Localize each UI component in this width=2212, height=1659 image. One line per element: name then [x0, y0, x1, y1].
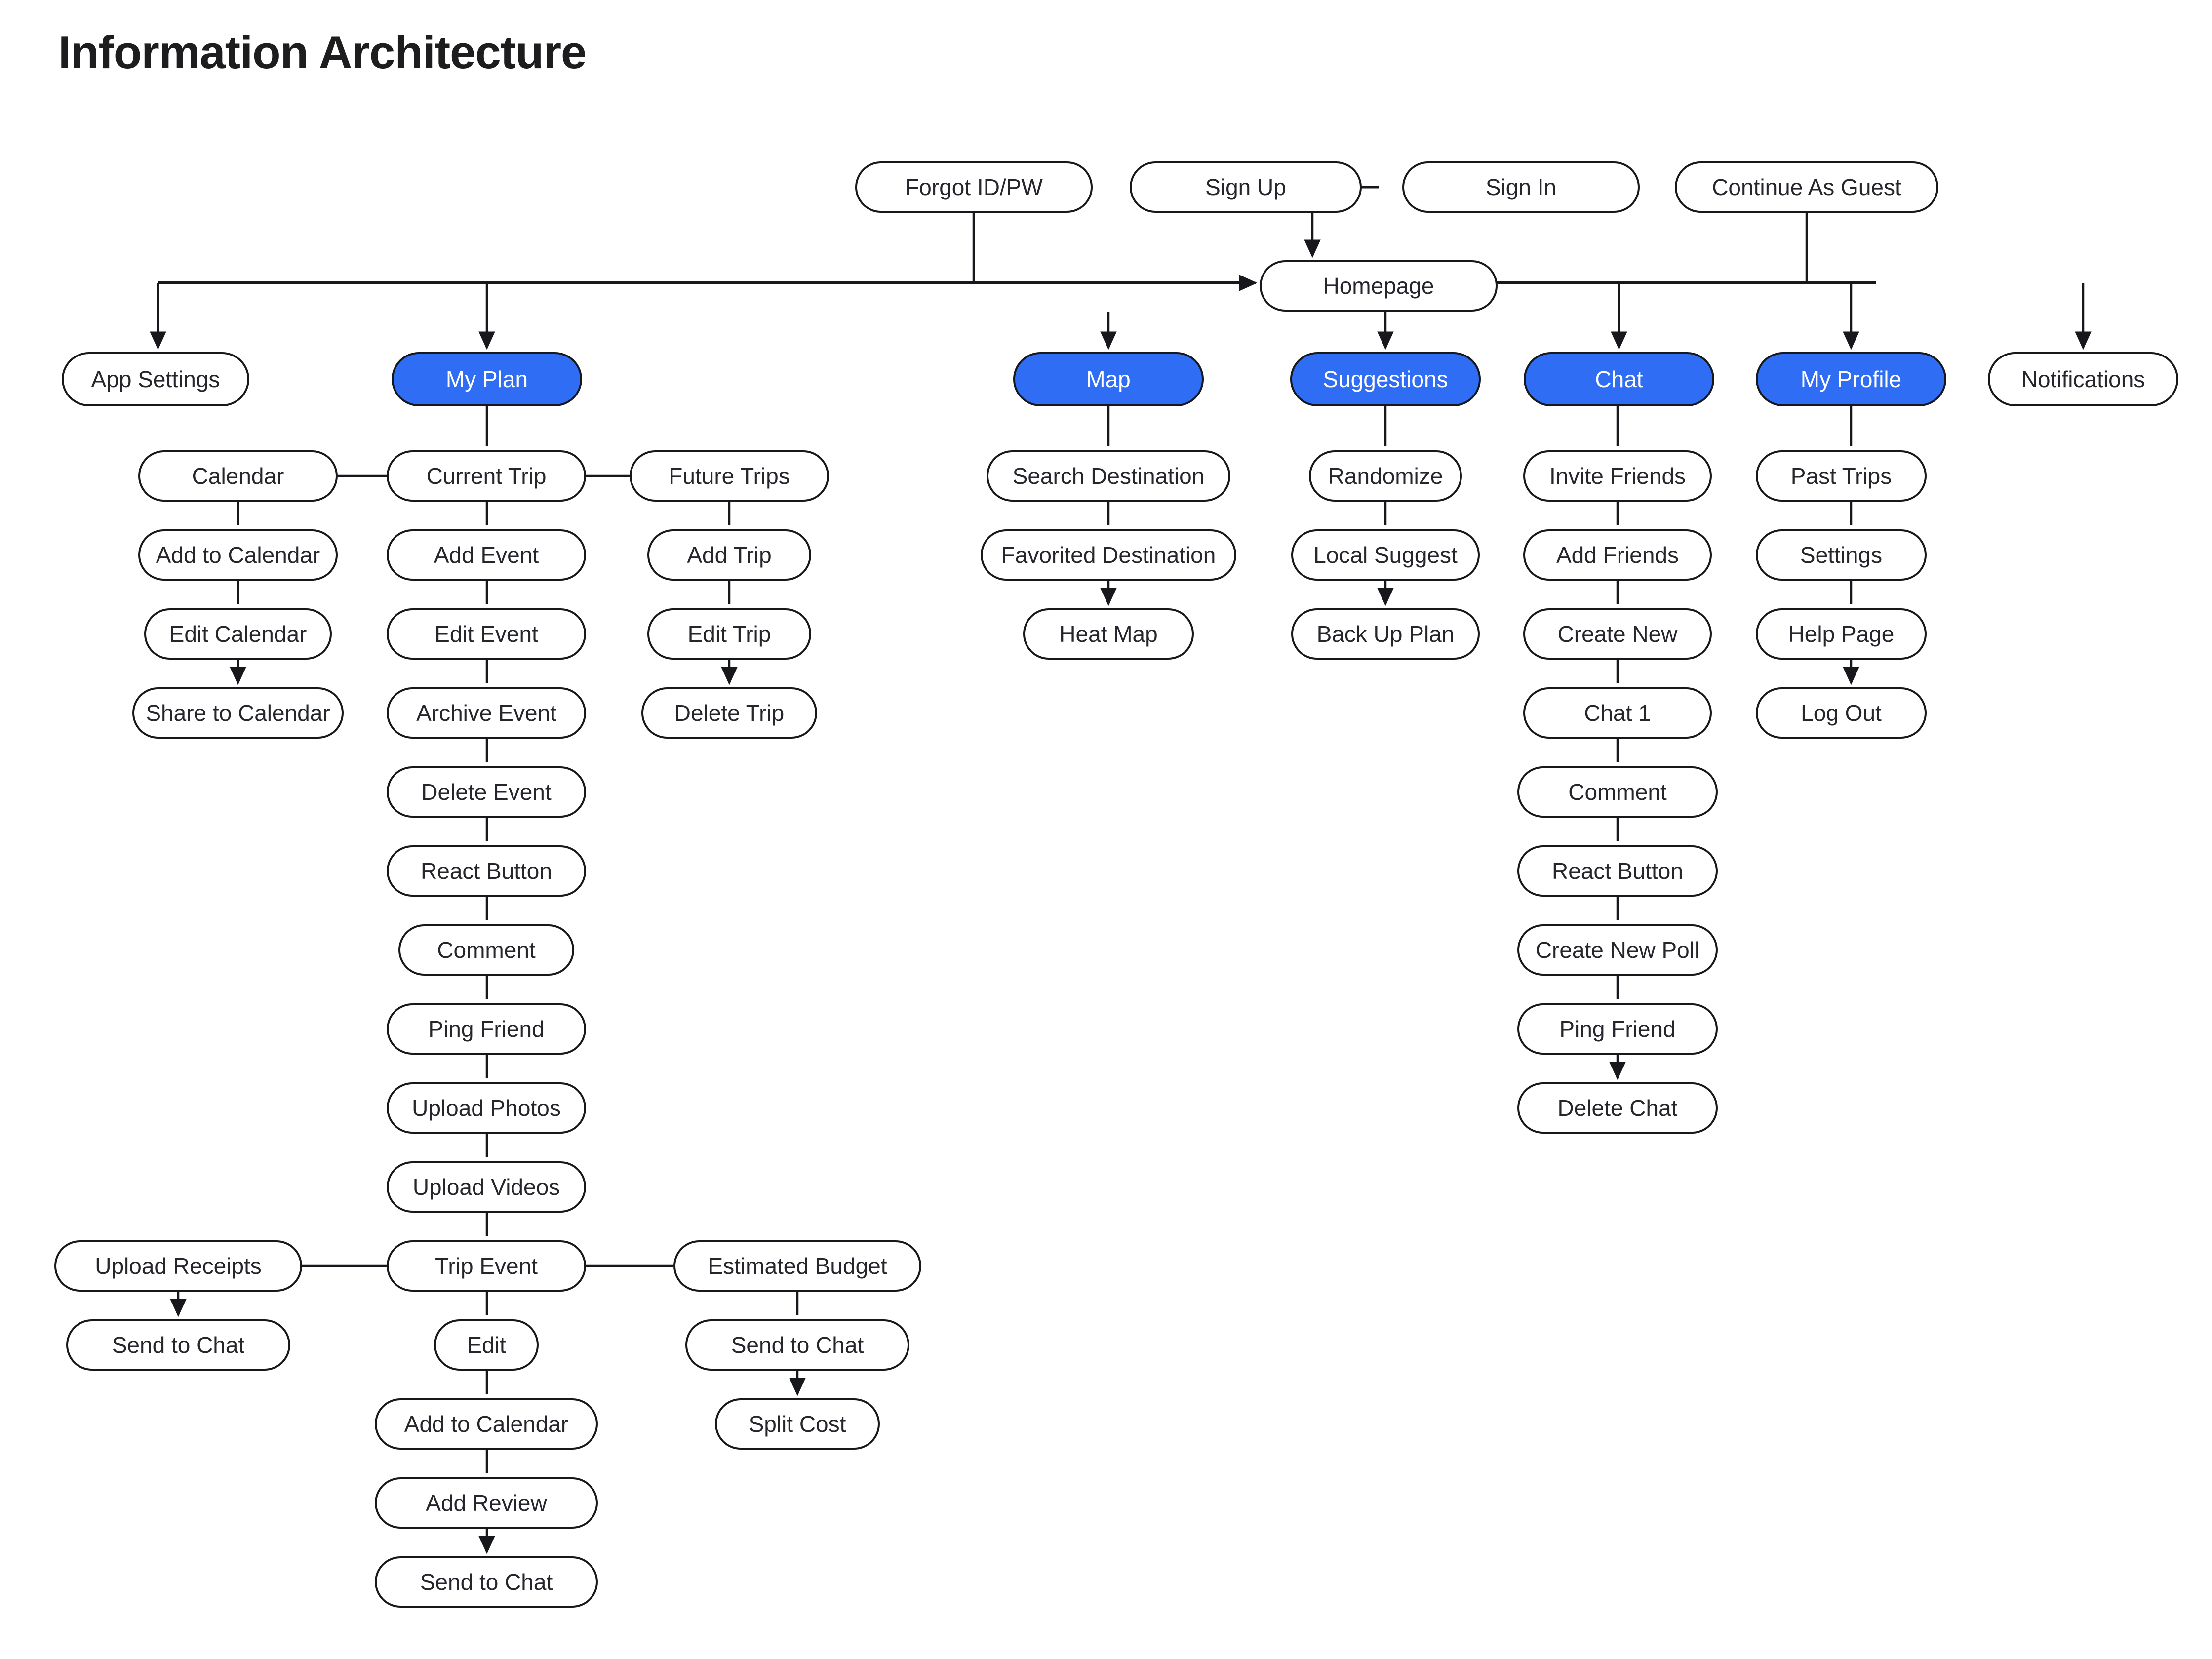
- node-back-up-plan[interactable]: Back Up Plan: [1291, 608, 1480, 660]
- node-invite-friends[interactable]: Invite Friends: [1523, 450, 1712, 502]
- node-edit[interactable]: Edit: [434, 1319, 539, 1371]
- node-add-to-calendar[interactable]: Add to Calendar: [138, 529, 338, 581]
- node-log-out[interactable]: Log Out: [1756, 687, 1927, 739]
- node-edit-event[interactable]: Edit Event: [387, 608, 586, 660]
- node-send-to-chat-budget[interactable]: Send to Chat: [685, 1319, 909, 1371]
- node-future-trips[interactable]: Future Trips: [630, 450, 829, 502]
- node-upload-photos[interactable]: Upload Photos: [387, 1082, 586, 1134]
- node-comment-chat[interactable]: Comment: [1517, 766, 1718, 818]
- node-homepage[interactable]: Homepage: [1260, 260, 1498, 312]
- node-delete-event[interactable]: Delete Event: [387, 766, 586, 818]
- node-add-review[interactable]: Add Review: [375, 1477, 598, 1529]
- node-edit-calendar[interactable]: Edit Calendar: [144, 608, 332, 660]
- node-local-suggest[interactable]: Local Suggest: [1291, 529, 1480, 581]
- node-past-trips[interactable]: Past Trips: [1756, 450, 1927, 502]
- node-share-to-calendar[interactable]: Share to Calendar: [132, 687, 344, 739]
- node-edit-trip[interactable]: Edit Trip: [647, 608, 811, 660]
- node-randomize[interactable]: Randomize: [1309, 450, 1462, 502]
- page-title: Information Architecture: [58, 26, 587, 78]
- node-react-button-trip[interactable]: React Button: [387, 845, 586, 897]
- node-delete-trip[interactable]: Delete Trip: [641, 687, 817, 739]
- node-upload-receipts[interactable]: Upload Receipts: [54, 1240, 302, 1292]
- node-suggestions[interactable]: Suggestions: [1290, 352, 1481, 406]
- node-create-new[interactable]: Create New: [1523, 608, 1712, 660]
- node-app-settings[interactable]: App Settings: [62, 352, 249, 406]
- node-forgot-id-pw[interactable]: Forgot ID/PW: [855, 161, 1093, 213]
- node-comment-trip[interactable]: Comment: [398, 924, 574, 976]
- node-settings[interactable]: Settings: [1756, 529, 1927, 581]
- node-sign-up[interactable]: Sign Up: [1130, 161, 1362, 213]
- node-trip-event[interactable]: Trip Event: [387, 1240, 586, 1292]
- node-split-cost[interactable]: Split Cost: [715, 1398, 880, 1450]
- node-continue-as-guest[interactable]: Continue As Guest: [1675, 161, 1938, 213]
- node-help-page[interactable]: Help Page: [1756, 608, 1927, 660]
- node-delete-chat[interactable]: Delete Chat: [1517, 1082, 1718, 1134]
- node-search-destination[interactable]: Search Destination: [987, 450, 1230, 502]
- node-add-to-calendar-trip[interactable]: Add to Calendar: [375, 1398, 598, 1450]
- node-upload-videos[interactable]: Upload Videos: [387, 1161, 586, 1213]
- node-add-event[interactable]: Add Event: [387, 529, 586, 581]
- node-estimated-budget[interactable]: Estimated Budget: [673, 1240, 921, 1292]
- node-chat[interactable]: Chat: [1524, 352, 1714, 406]
- node-calendar[interactable]: Calendar: [138, 450, 338, 502]
- node-create-new-poll[interactable]: Create New Poll: [1517, 924, 1718, 976]
- node-chat-1[interactable]: Chat 1: [1523, 687, 1712, 739]
- node-send-to-chat-review[interactable]: Send to Chat: [375, 1556, 598, 1608]
- node-notifications[interactable]: Notifications: [1988, 352, 2178, 406]
- node-map[interactable]: Map: [1013, 352, 1204, 406]
- node-archive-event[interactable]: Archive Event: [387, 687, 586, 739]
- node-sign-in[interactable]: Sign In: [1402, 161, 1640, 213]
- node-current-trip[interactable]: Current Trip: [387, 450, 586, 502]
- node-favorited-destination[interactable]: Favorited Destination: [981, 529, 1236, 581]
- node-add-trip[interactable]: Add Trip: [647, 529, 811, 581]
- node-react-button-chat[interactable]: React Button: [1517, 845, 1718, 897]
- node-heat-map[interactable]: Heat Map: [1023, 608, 1194, 660]
- node-send-to-chat-receipts[interactable]: Send to Chat: [66, 1319, 290, 1371]
- node-ping-friend-chat[interactable]: Ping Friend: [1517, 1003, 1718, 1055]
- node-my-plan[interactable]: My Plan: [392, 352, 582, 406]
- node-add-friends[interactable]: Add Friends: [1523, 529, 1712, 581]
- node-ping-friend-trip[interactable]: Ping Friend: [387, 1003, 586, 1055]
- node-my-profile[interactable]: My Profile: [1756, 352, 1946, 406]
